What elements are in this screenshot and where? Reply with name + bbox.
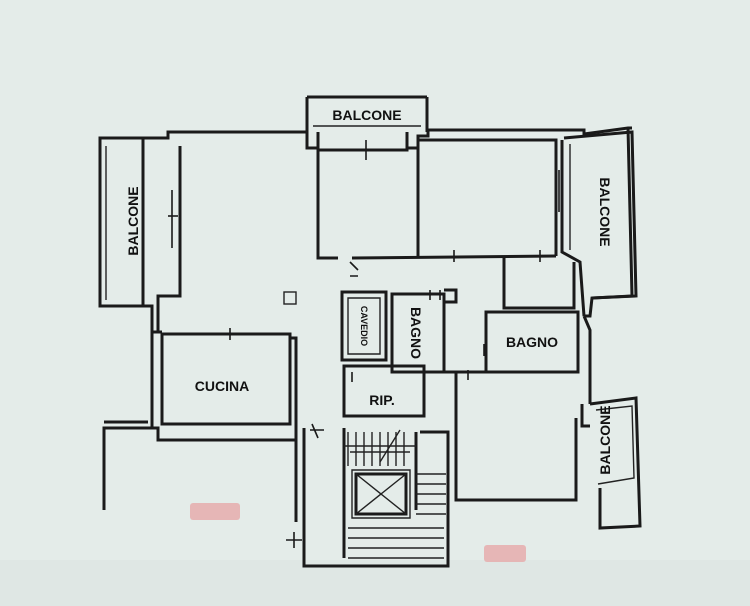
label-balcone-top: BALCONE: [332, 107, 401, 123]
redaction-left: [190, 503, 240, 520]
outer-walls: [98, 126, 634, 522]
lower-left-walls: [104, 420, 302, 548]
balcony-right: [558, 130, 638, 300]
label-balcone-bottom-right: BALCONE: [597, 405, 613, 474]
balcony-left: [98, 136, 178, 308]
label-cavedio: CAVEDIO: [359, 306, 369, 346]
paper-bottom-shade: [0, 560, 750, 606]
column-marker: [283, 291, 297, 305]
label-ripostiglio: RIP.: [369, 392, 394, 408]
label-cucina: CUCINA: [195, 378, 249, 394]
label-bagno: BAGNO: [506, 334, 558, 350]
staircase: [302, 423, 450, 568]
label-bagno-vertical: BAGNO: [408, 307, 424, 359]
balcony-top: [305, 95, 429, 160]
label-balcone-left: BALCONE: [125, 186, 141, 255]
redaction-right: [484, 545, 526, 562]
door-ticks: [229, 250, 541, 382]
label-balcone-right: BALCONE: [597, 177, 613, 246]
balcony-bottom-right: [575, 396, 642, 530]
